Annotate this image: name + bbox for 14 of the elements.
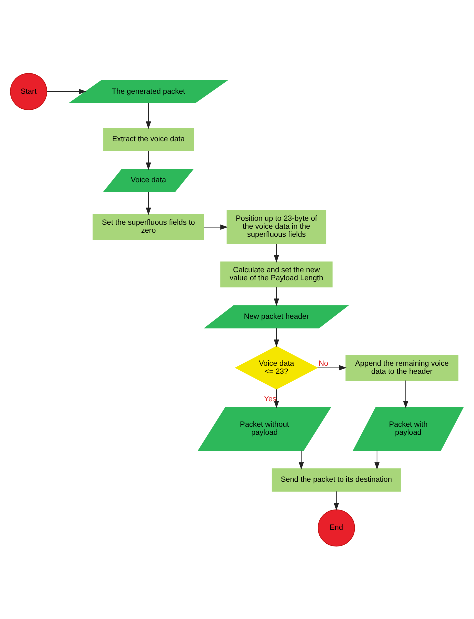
arrow bbox=[204, 224, 228, 230]
arrow bbox=[317, 364, 347, 370]
arrow bbox=[274, 388, 280, 408]
arrow bbox=[334, 490, 340, 510]
arrow bbox=[274, 328, 280, 347]
arrow bbox=[146, 102, 152, 129]
arrow bbox=[374, 450, 380, 470]
arrow bbox=[403, 380, 409, 408]
arrow bbox=[274, 243, 280, 262]
arrow bbox=[146, 150, 152, 170]
arrow bbox=[274, 286, 280, 306]
arrow bbox=[298, 450, 304, 470]
arrow bbox=[146, 191, 152, 215]
arrow bbox=[47, 88, 87, 94]
